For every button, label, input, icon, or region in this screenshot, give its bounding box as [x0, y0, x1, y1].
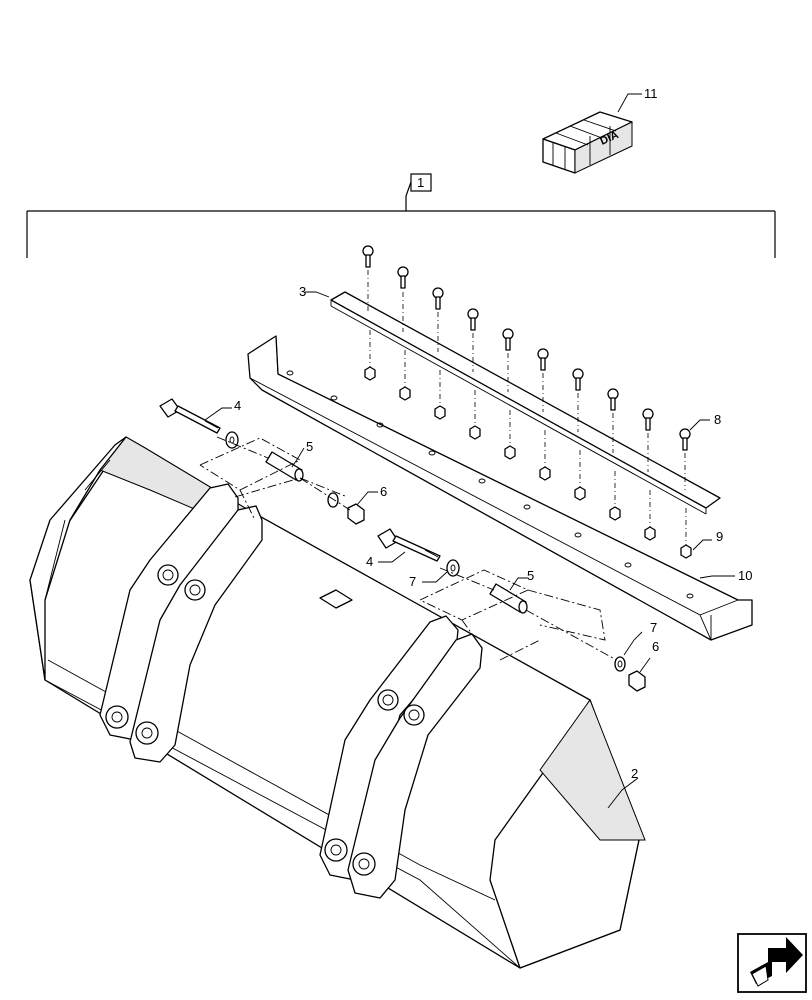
- callout-5-lower: 5: [527, 568, 534, 583]
- plow-nut: [399, 350, 411, 401]
- callout-3: 3: [299, 284, 306, 299]
- plow-nut: [574, 450, 586, 501]
- plow-bolt: [362, 245, 374, 312]
- plow-bolt: [502, 328, 514, 392]
- plow-nut: [644, 490, 656, 541]
- callout-10: 10: [738, 568, 752, 583]
- callout-5-upper: 5: [306, 439, 313, 454]
- plow-bolt: [397, 266, 409, 332]
- plow-bolt: [572, 368, 584, 432]
- plow-bolt: [467, 308, 479, 372]
- callout-4-lower: 4: [366, 554, 373, 569]
- callout-7-lower-right: 7: [650, 620, 657, 635]
- plow-bolt: [679, 428, 691, 490]
- callout-7-lower-left: 7: [409, 574, 416, 589]
- callout-11: 11: [644, 86, 658, 101]
- callout-6-lower: 6: [652, 639, 659, 654]
- lower-pin-group: 4 7 5 7 6: [366, 528, 659, 692]
- plow-bolt: [432, 287, 444, 352]
- plow-nut: [469, 390, 481, 440]
- plow-bolt-row: 8: [362, 245, 721, 490]
- plow-nut: [434, 370, 446, 420]
- plow-bolt: [607, 388, 619, 453]
- assembly-bracket: 1: [26, 173, 776, 258]
- callout-2: 2: [631, 766, 638, 781]
- callout-1: 1: [417, 175, 424, 190]
- plow-nut: [680, 508, 692, 559]
- callout-8: 8: [714, 412, 721, 427]
- callout-4-upper: 4: [234, 398, 241, 413]
- mounting-bracket-left: [99, 483, 263, 763]
- plow-nut: [364, 330, 376, 381]
- mounting-bracket-right: [319, 615, 483, 899]
- next-page-arrow-icon[interactable]: [737, 933, 807, 993]
- cutting-edge: 10: [247, 335, 753, 641]
- plow-nut: [504, 410, 516, 460]
- plow-nut: [539, 430, 551, 481]
- plow-bolt: [537, 348, 549, 412]
- callout-9: 9: [716, 529, 723, 544]
- plow-bolt: [642, 408, 654, 472]
- plow-nut-row: 9: [364, 330, 723, 559]
- wear-strip: 3: [299, 284, 721, 515]
- upper-pin-group: 4 5 6: [159, 398, 387, 525]
- plow-nut: [609, 471, 621, 521]
- callout-6-upper: 6: [380, 484, 387, 499]
- kit-box: DIA 11: [542, 86, 658, 174]
- cutting-edge-holes: [286, 370, 694, 599]
